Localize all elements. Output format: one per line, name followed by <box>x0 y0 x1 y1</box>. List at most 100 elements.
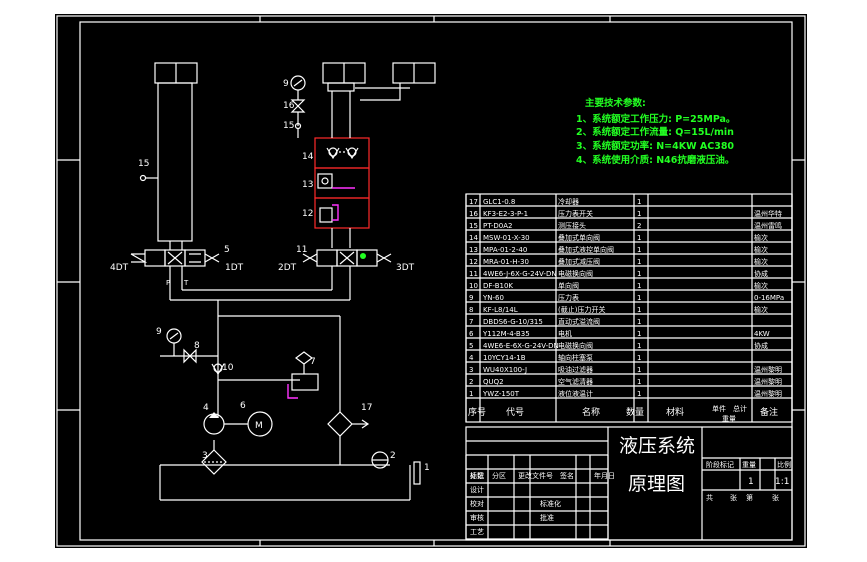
label-13: 13 <box>302 180 313 190</box>
solenoid-valve-11 <box>302 249 392 280</box>
motor-label: M <box>255 421 263 431</box>
label-3dt: 3DT <box>396 263 415 273</box>
tb-col-label: 处数 <box>470 471 484 480</box>
bom-qty: 1 <box>637 258 641 266</box>
bom-name: 单向阀 <box>558 281 579 290</box>
bom-note: 榆次 <box>754 305 768 314</box>
bom-qty: 1 <box>637 198 641 206</box>
tb-row-label: 校对 <box>470 499 484 508</box>
bom-note: 温州华特 <box>754 209 782 218</box>
label-7: 7 <box>310 357 316 367</box>
bom-qty: 1 <box>637 210 641 218</box>
tech-line-4: 4、系统使用介质: N46抗磨液压油。 <box>576 154 734 166</box>
bom-name: 测压接头 <box>558 221 586 230</box>
title-main: 液压系统 <box>619 435 695 457</box>
bom-qty: 1 <box>637 294 641 302</box>
label-3: 3 <box>202 451 208 461</box>
relief-valve-7 <box>287 351 319 399</box>
bom-no: 15 <box>469 222 478 230</box>
bom-name: 吸油过滤器 <box>558 365 593 374</box>
bom-code: GLC1-0.8 <box>483 198 515 206</box>
label-2dt: 2DT <box>278 263 297 273</box>
tech-title: 主要技术参数: <box>585 97 646 109</box>
stacked-valves <box>314 137 370 229</box>
bom-qty: 1 <box>637 354 641 362</box>
tb-col-label: 年月日 <box>594 471 615 480</box>
bom-qty: 1 <box>637 306 641 314</box>
bom-code: DBDS6-G-10/315 <box>483 318 543 326</box>
bom-name: 液位液温计 <box>558 389 593 398</box>
bom-qty: 1 <box>637 378 641 386</box>
label-16: 16 <box>283 101 295 111</box>
bom-header-qty: 数量 <box>626 406 644 418</box>
bom-qty: 1 <box>637 234 641 242</box>
bom-header-name: 名称 <box>582 406 600 418</box>
bom-qty: 1 <box>637 330 641 338</box>
bom-name: 轴向柱塞泵 <box>558 353 593 362</box>
motor-6 <box>224 411 273 437</box>
port-t-label: T <box>183 279 189 287</box>
bom-qty: 1 <box>637 282 641 290</box>
port-p-label: P <box>166 279 170 287</box>
bom-note: 4KW <box>754 330 770 338</box>
bom-name: 直动式溢流阀 <box>558 317 600 326</box>
bom-no: 12 <box>469 258 478 266</box>
title-block-left-grid: 处数分区更改文件号签名年月日标记设计校对审核工艺标准化批准 <box>465 440 615 540</box>
bom-header-material: 材料 <box>666 406 684 418</box>
bom-header-code: 代号 <box>506 407 524 418</box>
tb-row-label: 工艺 <box>470 528 484 536</box>
drawing-background <box>55 14 807 548</box>
cylinder-left <box>154 62 198 242</box>
bom-note: 协成 <box>754 341 768 350</box>
label-4: 4 <box>203 403 209 413</box>
bom-note: 榆次 <box>754 245 768 254</box>
scale-value: 1:1 <box>775 477 789 487</box>
bom-name: 电磁换向阀 <box>558 341 593 350</box>
tb-approve: 批准 <box>540 513 554 522</box>
tech-line-2: 2、系统额定工作流量: Q=15L/min <box>576 126 734 138</box>
bom-name: 电磁换向阀 <box>558 269 593 278</box>
label-14: 14 <box>302 152 314 162</box>
suction-filter-3 <box>201 449 227 475</box>
label-15-left: 15 <box>138 159 149 169</box>
bom-header-weight: 重量 <box>722 415 736 423</box>
tech-line-1: 1、系统额定工作压力: P=25MPa。 <box>576 113 735 125</box>
bom-no: 9 <box>469 294 473 302</box>
bom-name: 空气滤清器 <box>558 377 593 386</box>
sheet-total: 共 <box>706 493 713 502</box>
bom-name: 压力表 <box>558 293 579 302</box>
bom-code: QUQ2 <box>483 378 504 386</box>
tb-col-label: 签名 <box>560 471 574 480</box>
tb-row-label: 设计 <box>470 485 484 494</box>
cooler-17 <box>327 400 370 437</box>
level-gauge-1 <box>413 461 421 485</box>
pipes-upper <box>169 91 351 250</box>
label-1dt: 1DT <box>225 263 244 273</box>
pressure-gauge-lower <box>166 328 197 364</box>
bom-no: 11 <box>469 270 478 278</box>
test-point-left <box>139 174 158 182</box>
label-8: 8 <box>194 341 200 351</box>
bom-header-unit: 单件 <box>712 404 726 413</box>
bom-no: 10 <box>469 282 478 290</box>
bom-code: WU40X100-J <box>483 366 527 374</box>
bom-no: 6 <box>469 330 474 338</box>
tb-row-label: 审核 <box>470 513 484 522</box>
bom-code: MRA-01-H-30 <box>483 258 529 266</box>
bom-code: KF3-E2-3-P-1 <box>483 210 528 218</box>
label-2: 2 <box>390 451 396 461</box>
bom-code: 10YCY14-1B <box>483 354 526 362</box>
bom-no: 16 <box>469 210 478 218</box>
bom-code: YN-60 <box>482 294 504 302</box>
frame-ticks <box>57 16 805 546</box>
bom-name: 冷却器 <box>558 197 579 206</box>
